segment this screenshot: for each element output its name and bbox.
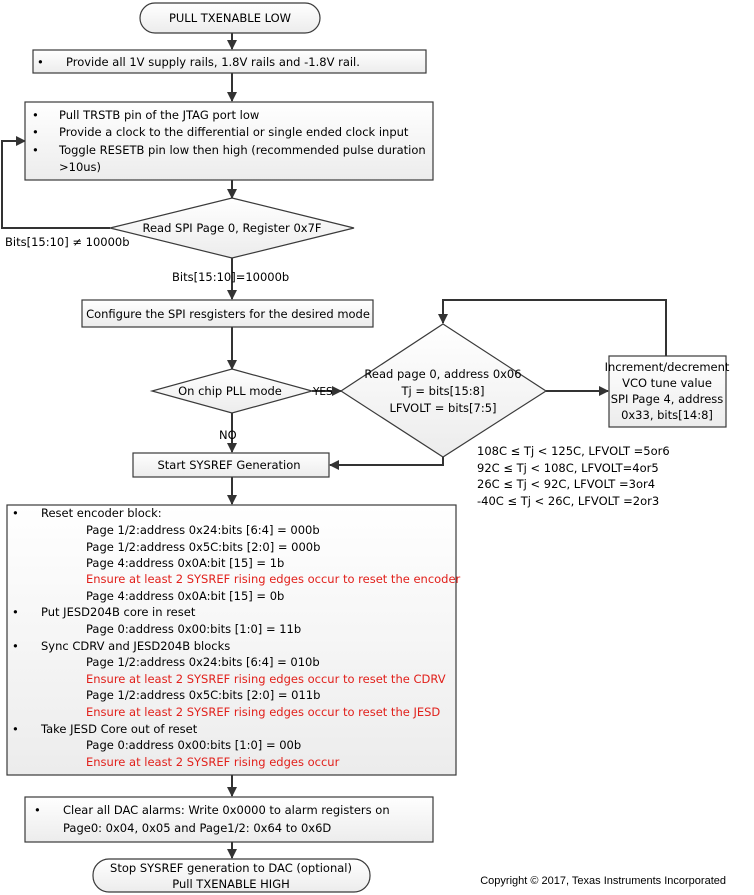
alarm-line-1: Clear all DAC alarms: Write 0x0000 to al… (63, 803, 390, 817)
decision3-diamond (339, 323, 548, 458)
connectors (1, 33, 667, 859)
vco-box (608, 355, 727, 428)
step2-line-1: Pull TRSTB pin of the JTAG port low (59, 108, 259, 122)
vco-line-4: 0x33, bits[14:8] (621, 408, 713, 422)
reset-bullet-2: • (12, 605, 19, 619)
reset-s3-line-3: Page 1/2:address 0x5C:bits [2:0] = 011b (86, 688, 320, 702)
reset-s1-line-2: Page 1/2:address 0x5C:bits [2:0] = 000b (86, 540, 320, 554)
end-line-1: Stop SYSREF generation to DAC (optional) (110, 861, 352, 875)
step2-box (24, 101, 434, 181)
start-label: PULL TXENABLE LOW (169, 11, 291, 25)
step2-bullet-2: • (32, 125, 39, 139)
decision1-diamond (109, 197, 355, 259)
step3-box (81, 299, 374, 328)
lfvolt-line-3: 26C ≤ Tj < 92C, LFVOLT =3or4 (477, 477, 655, 491)
reset-s3-line-1: Page 1/2:address 0x24:bits [6:4] = 010b (86, 655, 320, 669)
lfvolt-line-2: 92C ≤ Tj < 108C, LFVOLT=4or5 (477, 461, 659, 475)
decision2-yes-label: YES (312, 386, 333, 398)
shapes (6, 2, 727, 893)
step1-line: Provide all 1V supply rails, 1.8V rails … (66, 55, 360, 69)
labels: PULL TXENABLE LOW • Provide all 1V suppl… (5, 11, 730, 891)
reset-s1-line-4: Ensure at least 2 SYSREF rising edges oc… (86, 572, 461, 586)
reset-s3-line-4: Ensure at least 2 SYSREF rising edges oc… (86, 705, 440, 719)
reset-s4-line-1: Page 0:address 0x00:bits [1:0] = 00b (86, 738, 301, 752)
start-terminator (139, 2, 321, 34)
decision2-diamond (149, 368, 315, 414)
reset-section-2-title: Put JESD204B core in reset (41, 605, 196, 619)
reset-bullet-3: • (12, 639, 19, 653)
step2-line-2: Provide a clock to the differential or s… (59, 125, 409, 139)
step2-bullet-3: • (32, 143, 39, 157)
step1-bullet: • (37, 55, 44, 69)
decision1-no-label: Bits[15:10] ≠ 10000b (5, 235, 130, 249)
alarm-box (24, 796, 434, 843)
reset-bullet-1: • (12, 506, 19, 520)
reset-s1-line-5: Page 4:address 0x0A:bit [15] = 0b (86, 589, 284, 603)
arrow-decision3-to-sysref (329, 457, 444, 470)
decision2-no-label: NO (219, 428, 237, 442)
decision3-line-1: Read page 0, address 0x06 (364, 367, 521, 381)
end-terminator (92, 858, 371, 893)
step2-line-4: >10us) (59, 160, 101, 174)
reset-section-4-title: Take JESD Core out of reset (40, 722, 198, 736)
loop-decision1-no (1, 136, 110, 229)
reset-section-1-title: Reset encoder block: (41, 506, 162, 520)
vco-line-1: Increment/decrement (605, 360, 730, 374)
reset-bullet-4: • (12, 722, 19, 736)
reset-section-3-title: Sync CDRV and JESD204B blocks (41, 639, 230, 653)
reset-s1-line-3: Page 4:address 0x0A:bit [15] = 1b (86, 556, 284, 570)
end-line-2: Pull TXENABLE HIGH (172, 877, 290, 891)
step2-line-3: Toggle RESETB pin low then high (recomme… (58, 143, 426, 157)
copyright-notice: Copyright © 2017, Texas Instruments Inco… (480, 875, 726, 887)
lfvolt-line-1: 108C ≤ Tj < 125C, LFVOLT =5or6 (477, 444, 670, 458)
vco-line-2: VCO tune value (622, 376, 712, 390)
alarm-line-2: Page0: 0x04, 0x05 and Page1/2: 0x64 to 0… (63, 821, 331, 835)
loop-vco-to-decision3 (438, 299, 667, 356)
sysref-start-box (132, 452, 330, 478)
decision2-label: On chip PLL mode (178, 384, 282, 398)
vco-line-3: SPI Page 4, address (611, 392, 724, 406)
step3-label: Configure the SPI resgisters for the des… (86, 307, 370, 321)
reset-s4-line-2: Ensure at least 2 SYSREF rising edges oc… (86, 755, 340, 769)
sysref-start-label: Start SYSREF Generation (157, 458, 300, 472)
reset-s2-line-1: Page 0:address 0x00:bits [1:0] = 11b (86, 622, 301, 636)
lfvolt-line-4: -40C ≤ Tj < 26C, LFVOLT =2or3 (477, 494, 659, 508)
alarm-bullet: • (34, 803, 41, 817)
reset-s3-line-2: Ensure at least 2 SYSREF rising edges oc… (86, 672, 446, 686)
reset-sequence-box (6, 504, 457, 776)
decision3-line-2: Tj = bits[15:8] (401, 384, 485, 398)
decision1-yes-label: Bits[15:10]=10000b (172, 270, 289, 284)
step2-bullet-1: • (32, 108, 39, 122)
step1-box (32, 49, 427, 74)
decision3-line-3: LFVOLT = bits[7:5] (389, 401, 496, 415)
decision1-label: Read SPI Page 0, Register 0x7F (142, 221, 321, 235)
reset-s1-line-1: Page 1/2:address 0x24:bits [6:4] = 000b (86, 523, 320, 537)
